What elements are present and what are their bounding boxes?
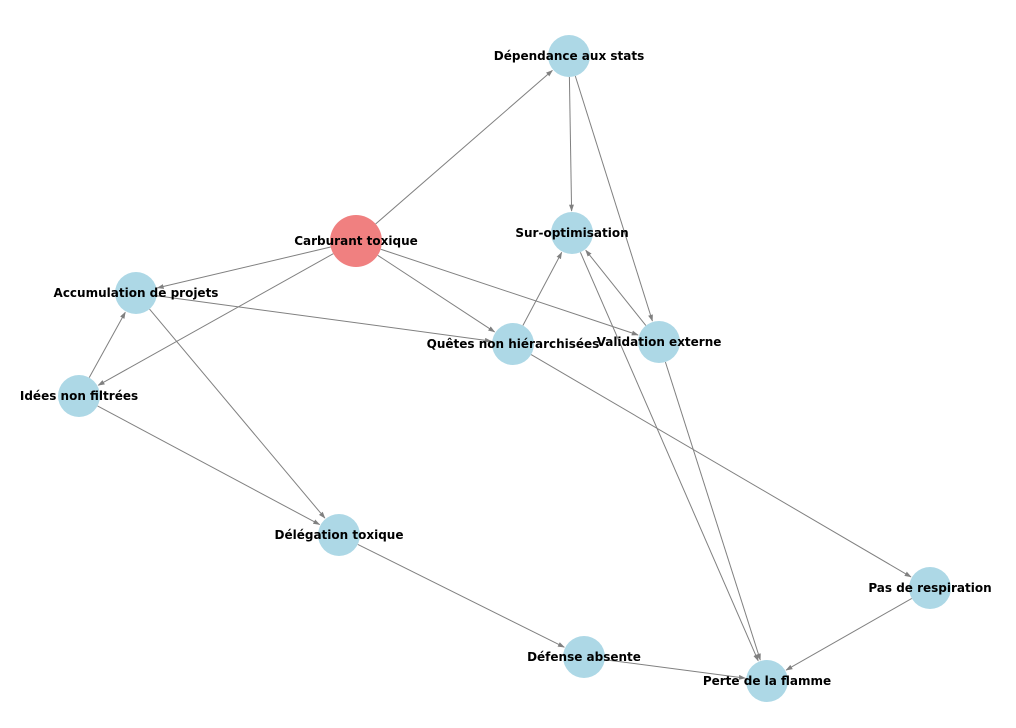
- node-idees[interactable]: [58, 375, 100, 417]
- node-label-quetes: Quêtes non hiérarchisées: [427, 337, 600, 351]
- node-label-pas: Pas de respiration: [868, 581, 991, 595]
- node-label-validation: Validation externe: [597, 335, 722, 349]
- edge-dependance-to-validation: [574, 75, 653, 322]
- edge-quetes-to-pas: [530, 354, 912, 578]
- node-label-perte: Perte de la flamme: [703, 674, 831, 688]
- node-label-suropt: Sur-optimisation: [515, 226, 628, 240]
- node-suropt[interactable]: [551, 212, 593, 254]
- edge-dependance-to-suropt: [568, 76, 574, 212]
- node-label-delegation: Délégation toxique: [275, 528, 404, 542]
- edge-idees-to-accumulation: [88, 311, 126, 378]
- edge-accumulation-to-delegation: [149, 308, 326, 519]
- node-label-idees: Idées non filtrées: [20, 389, 138, 403]
- node-accumulation[interactable]: [115, 272, 157, 314]
- node-quetes[interactable]: [492, 323, 534, 365]
- node-label-dependance: Dépendance aux stats: [494, 49, 644, 63]
- node-validation[interactable]: [638, 321, 680, 363]
- labels: Carburant toxique Dépendance aux statsSur…: [20, 49, 992, 688]
- node-label-accumulation: Accumulation de projets: [54, 286, 219, 300]
- node-pas[interactable]: [909, 567, 951, 609]
- edge-carburant-to-idees: [97, 253, 334, 386]
- edge-pas-to-perte: [785, 597, 913, 671]
- edge-validation-to-perte: [664, 361, 761, 661]
- edge-carburant-to-quetes: [377, 254, 496, 333]
- edge-idees-to-delegation: [97, 405, 321, 526]
- node-delegation[interactable]: [318, 514, 360, 556]
- edges: [88, 69, 913, 680]
- node-defense[interactable]: [563, 636, 605, 678]
- node-label-carburant: Carburant toxique: [294, 234, 418, 248]
- edge-quetes-to-suropt: [522, 251, 563, 326]
- node-perte[interactable]: [746, 660, 788, 702]
- edge-suropt-to-perte: [579, 252, 759, 662]
- edge-defense-to-perte: [604, 659, 746, 680]
- nodes: [58, 35, 951, 702]
- edge-validation-to-suropt: [585, 249, 647, 326]
- edge-carburant-to-accumulation: [156, 246, 331, 289]
- edge-delegation-to-defense: [357, 543, 565, 648]
- edge-carburant-to-dependance: [375, 69, 553, 225]
- node-dependance[interactable]: [548, 35, 590, 77]
- edge-carburant-to-validation: [380, 248, 639, 336]
- edge-accumulation-to-quetes: [156, 295, 492, 343]
- node-carburant[interactable]: [330, 215, 382, 267]
- node-label-defense: Défense absente: [527, 650, 641, 664]
